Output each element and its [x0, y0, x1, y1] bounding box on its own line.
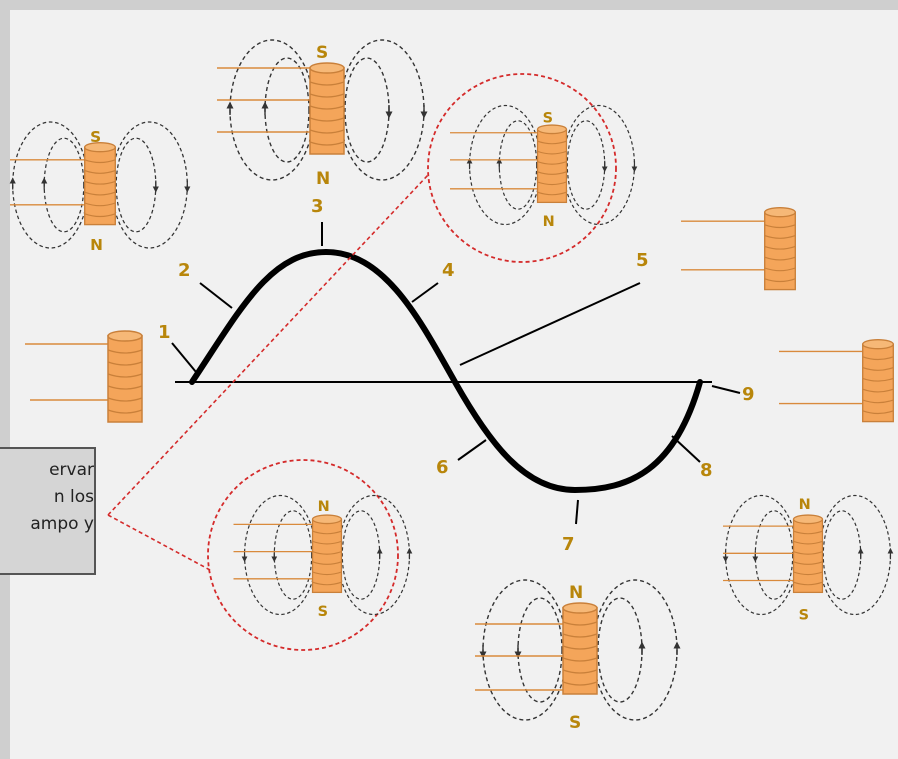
step-label-3: 3: [311, 196, 324, 217]
coil-state-1: [25, 330, 143, 423]
pole-north-2: N: [90, 236, 103, 254]
callout-box: ervar n los ampo y: [0, 447, 96, 575]
step-label-4: 4: [442, 260, 455, 281]
step-label-7: 7: [562, 534, 575, 555]
coil-state-3: S N: [217, 40, 424, 189]
coil-state-5: [680, 207, 796, 291]
pole-north-8: N: [799, 497, 811, 513]
pole-south-6: S: [318, 604, 328, 620]
coil-state-4: S N: [449, 106, 634, 230]
step-label-6: 6: [436, 457, 449, 478]
highlight-circle-top: [427, 73, 617, 263]
step-label-9: 9: [742, 384, 755, 405]
pole-north-7: N: [569, 583, 583, 603]
label-leader-lines: [171, 222, 741, 525]
pole-south-7: S: [569, 713, 581, 733]
coil-state-2: S N: [9, 122, 187, 254]
highlight-connector-line: [107, 174, 429, 571]
window-top-border: [0, 0, 898, 10]
step-label-2: 2: [178, 260, 191, 281]
pole-south-4: S: [543, 111, 553, 127]
coil-state-7: N S: [475, 580, 677, 733]
callout-line-3: ampo y: [30, 514, 94, 534]
pole-south-2: S: [90, 128, 101, 146]
callout-text: ervar n los ampo y: [0, 457, 94, 538]
window-left-border: [0, 0, 10, 759]
coil-state-9: [778, 339, 894, 423]
highlight-circle-bottom: [207, 459, 399, 651]
pole-north-3: N: [316, 169, 330, 189]
coil-state-8: N S: [722, 496, 890, 624]
pole-south-3: S: [316, 43, 328, 63]
step-label-8: 8: [700, 460, 713, 481]
sine-wave: [189, 248, 703, 494]
step-label-5: 5: [636, 250, 649, 271]
callout-line-1: ervar: [49, 460, 94, 480]
step-label-1: 1: [158, 322, 171, 343]
pole-north-4: N: [543, 214, 555, 230]
pole-north-6: N: [318, 499, 330, 515]
pole-south-8: S: [799, 608, 809, 624]
callout-line-2: n los: [53, 487, 94, 507]
coil-state-6: N S: [233, 496, 410, 620]
